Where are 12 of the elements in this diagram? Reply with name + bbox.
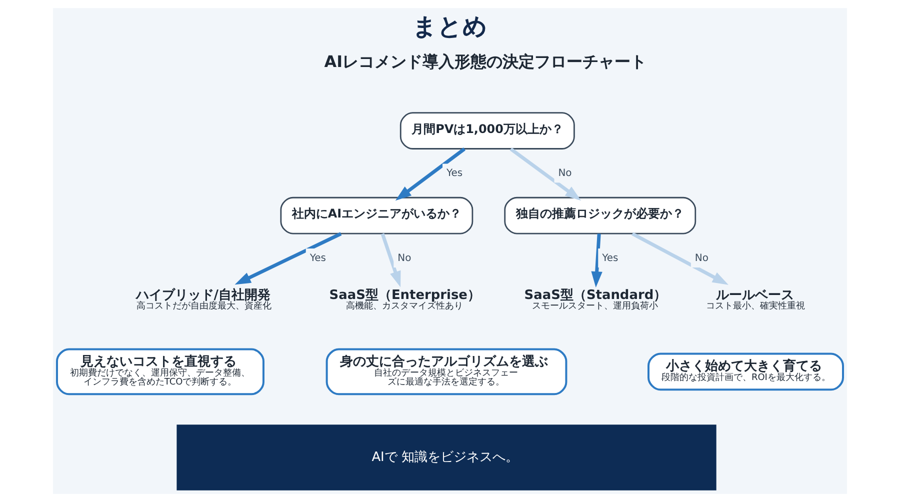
edge-label: No [694, 252, 708, 264]
node-text: ルールベース コスト最小、確実性重視 [706, 288, 805, 312]
node-text: SaaS型（Standard） スモールスタート、運用負荷小 [524, 288, 667, 312]
diagram-title: まとめ [412, 12, 488, 40]
node-text: ハイブリッド/自社開発 高コストだが自由度最大、資産化 [136, 288, 272, 312]
edge-label: No [558, 168, 572, 180]
edge-label: Yes [310, 252, 326, 264]
edge-label: No [398, 252, 412, 264]
edge-label: Yes [446, 168, 463, 180]
node-text: SaaS型（Enterprise） 高機能、カスタマイズ性あり [329, 288, 480, 312]
label: AIレコメンド導入形態の決定フローチャート [324, 52, 647, 71]
edge-label: Yes [602, 252, 618, 264]
